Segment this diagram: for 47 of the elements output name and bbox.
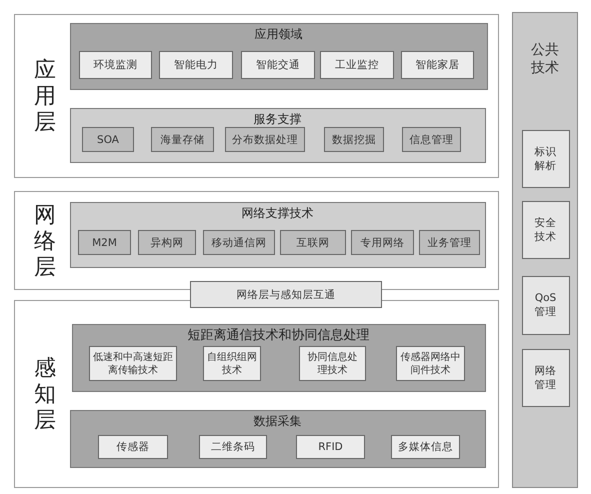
group-title: 短距离通信技术和协同信息处理 xyxy=(186,328,370,342)
technology-box: 网络层与感知层互通 xyxy=(190,281,382,308)
technology-box: 数据挖掘 xyxy=(324,127,384,152)
technology-box: M2M xyxy=(78,230,131,255)
technology-box: 传感器 xyxy=(98,435,168,459)
technology-box: 多媒体信息 xyxy=(391,435,460,459)
group-panel xyxy=(70,410,486,468)
technology-box: 标识解析 xyxy=(522,130,570,188)
technology-box: SOA xyxy=(82,127,134,152)
group-title: 应用领域 xyxy=(254,26,304,42)
technology-box: 自组织组网技术 xyxy=(203,346,261,381)
technology-box: 智能交通 xyxy=(241,51,315,79)
side-column-panel xyxy=(512,12,578,488)
technology-box: 低速和中高速短距离传输技术 xyxy=(89,346,177,381)
technology-box: 异构网 xyxy=(138,230,196,255)
technology-box: 业务管理 xyxy=(419,230,480,255)
technology-box: 传感器网络中间件技术 xyxy=(396,346,465,381)
layer-panel xyxy=(14,300,499,488)
column-title: 公共技术 xyxy=(530,41,560,77)
technology-box: 信息管理 xyxy=(402,127,461,152)
layer-label: 网络层 xyxy=(33,202,57,280)
technology-box: 互联网 xyxy=(280,230,346,255)
group-panel xyxy=(72,324,486,392)
layer-panel xyxy=(14,191,499,290)
technology-box: 专用网络 xyxy=(351,230,414,255)
technology-box: 工业监控 xyxy=(320,51,394,79)
technology-box: 网络管理 xyxy=(522,348,570,406)
group-title: 服务支撑 xyxy=(252,112,302,126)
technology-box: QoS管理 xyxy=(522,276,570,334)
technology-box: 智能电力 xyxy=(159,51,233,79)
layer-label: 感知层 xyxy=(33,356,57,434)
group-panel xyxy=(70,202,486,268)
technology-box: 安全技术 xyxy=(522,200,570,258)
technology-box: 协同信息处理技术 xyxy=(299,346,366,381)
technology-box: 智能家居 xyxy=(401,51,474,79)
group-panel xyxy=(70,22,488,90)
technology-box: 二维条码 xyxy=(199,435,267,459)
technology-box: 海量存储 xyxy=(151,127,214,152)
group-title: 网络支撑技术 xyxy=(240,206,314,220)
layer-label: 应用层 xyxy=(33,58,57,136)
group-panel xyxy=(70,108,486,162)
technology-box: 移动通信网 xyxy=(203,230,275,255)
technology-box: 环境监测 xyxy=(79,51,152,79)
layer-panel xyxy=(14,14,499,178)
technology-box: 分布数据处理 xyxy=(225,127,305,152)
technology-box: RFID xyxy=(296,435,365,459)
group-title: 数据采集 xyxy=(252,414,302,428)
